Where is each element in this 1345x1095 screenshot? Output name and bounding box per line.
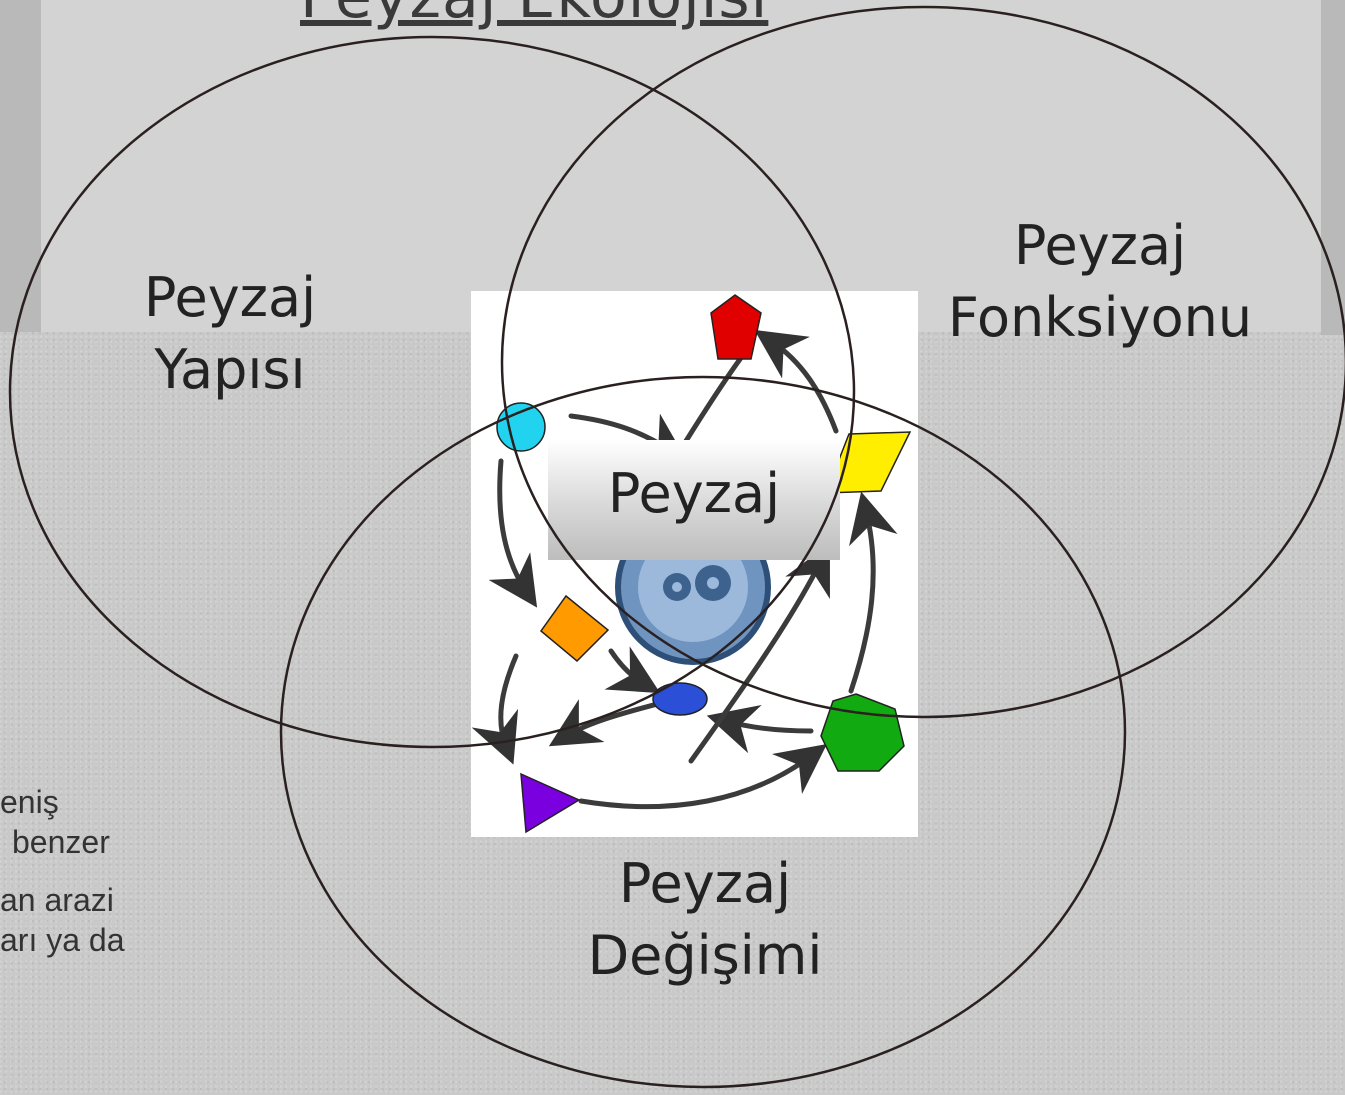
- blue-ellipse-shape: [652, 682, 708, 716]
- venn-circle-structure: [8, 35, 856, 749]
- center-label: Peyzaj: [607, 462, 781, 525]
- label-function: Peyzaj Fonksiyonu: [880, 210, 1320, 354]
- cyan-circle-shape: [496, 402, 546, 452]
- label-structure-line2: Yapısı: [154, 338, 306, 401]
- label-change: Peyzaj Değişimi: [530, 848, 880, 992]
- label-change-line1: Peyzaj: [618, 852, 792, 915]
- center-label-box: [548, 440, 840, 560]
- background-panel: [41, 0, 1321, 332]
- label-change-line2: Değişimi: [587, 924, 823, 987]
- body-text-line: an arazi: [0, 882, 114, 918]
- red-pentagon-shape: [710, 294, 762, 360]
- purple-triangle-shape: [520, 772, 581, 834]
- label-structure: Peyzaj Yapısı: [80, 262, 380, 406]
- label-structure-line1: Peyzaj: [143, 266, 317, 329]
- venn-circle-function: [500, 5, 1345, 719]
- label-function-line2: Fonksiyonu: [947, 286, 1253, 349]
- slide-title: Peyzaj Ekolojisi: [300, 0, 768, 32]
- venn-circle-change: [279, 375, 1127, 1089]
- orange-diamond-shape: [539, 594, 610, 663]
- background-panel-right: [1321, 0, 1345, 335]
- body-text-line: arı ya da: [0, 922, 125, 958]
- label-function-line1: Peyzaj: [1013, 214, 1187, 277]
- body-text-line: benzer: [12, 824, 110, 860]
- body-text-line: eniş: [0, 784, 59, 820]
